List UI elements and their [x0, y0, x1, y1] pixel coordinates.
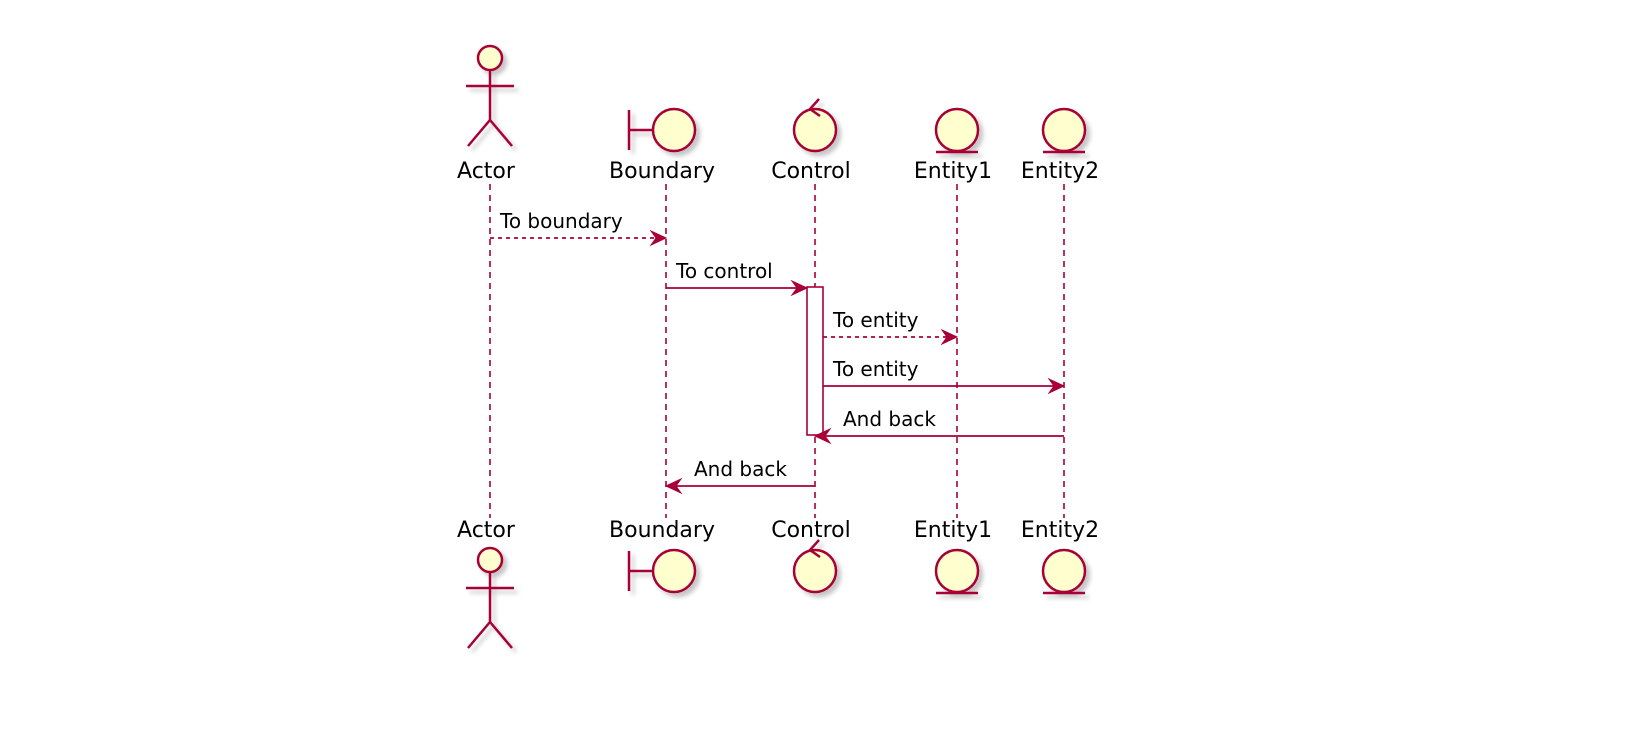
entity-icon	[934, 107, 980, 154]
boundary-icon	[627, 548, 697, 594]
entity-icon	[934, 548, 980, 595]
participant-label: Actor	[457, 159, 516, 184]
participant-boundary-bottom: Boundary	[609, 518, 715, 594]
participant-boundary-top: Boundary	[609, 107, 715, 184]
participant-label: Control	[771, 518, 851, 543]
entity-icon	[1041, 107, 1087, 154]
message-6: And back	[664, 457, 815, 495]
participant-control-top: Control	[771, 98, 851, 184]
control-icon	[792, 98, 838, 153]
participant-label: Entity1	[914, 159, 992, 184]
entity-icon	[1041, 548, 1087, 595]
message-label: To entity	[832, 308, 919, 332]
message-label: To entity	[832, 357, 919, 381]
participant-entity2-bottom: Entity2	[1021, 518, 1099, 595]
boundary-icon	[627, 107, 697, 153]
participant-control-bottom: Control	[771, 518, 851, 594]
message-3: To entity	[823, 308, 959, 346]
arrowhead-icon	[790, 279, 809, 297]
message-4: To entity	[823, 357, 1066, 395]
message-label: And back	[843, 407, 936, 431]
message-1: To boundary	[490, 209, 668, 247]
message-2: To control	[666, 259, 809, 297]
participant-entity1-bottom: Entity1	[914, 518, 992, 595]
message-label: To boundary	[499, 209, 623, 233]
participant-actor-bottom: Actor	[457, 518, 516, 649]
actor-icon	[466, 546, 514, 649]
arrowhead-icon	[1047, 377, 1066, 395]
participant-label: Boundary	[609, 518, 715, 543]
participant-label: Entity2	[1021, 518, 1099, 543]
participant-label: Entity1	[914, 518, 992, 543]
actor-icon	[466, 44, 514, 147]
activation-bar-control	[806, 286, 824, 436]
participant-actor-top: Actor	[457, 44, 516, 184]
control-icon	[792, 539, 838, 594]
participant-label: Entity2	[1021, 159, 1099, 184]
participant-label: Control	[771, 159, 851, 184]
arrowhead-icon	[649, 229, 668, 247]
message-label: And back	[694, 457, 787, 481]
arrowhead-icon	[664, 477, 683, 495]
message-5: And back	[813, 407, 1064, 445]
arrowhead-icon	[813, 427, 832, 445]
participant-label: Actor	[457, 518, 516, 543]
participant-entity2-top: Entity2	[1021, 107, 1099, 184]
participant-label: Boundary	[609, 159, 715, 184]
arrowhead-icon	[940, 328, 959, 346]
message-label: To control	[675, 259, 773, 283]
participant-entity1-top: Entity1	[914, 107, 992, 184]
